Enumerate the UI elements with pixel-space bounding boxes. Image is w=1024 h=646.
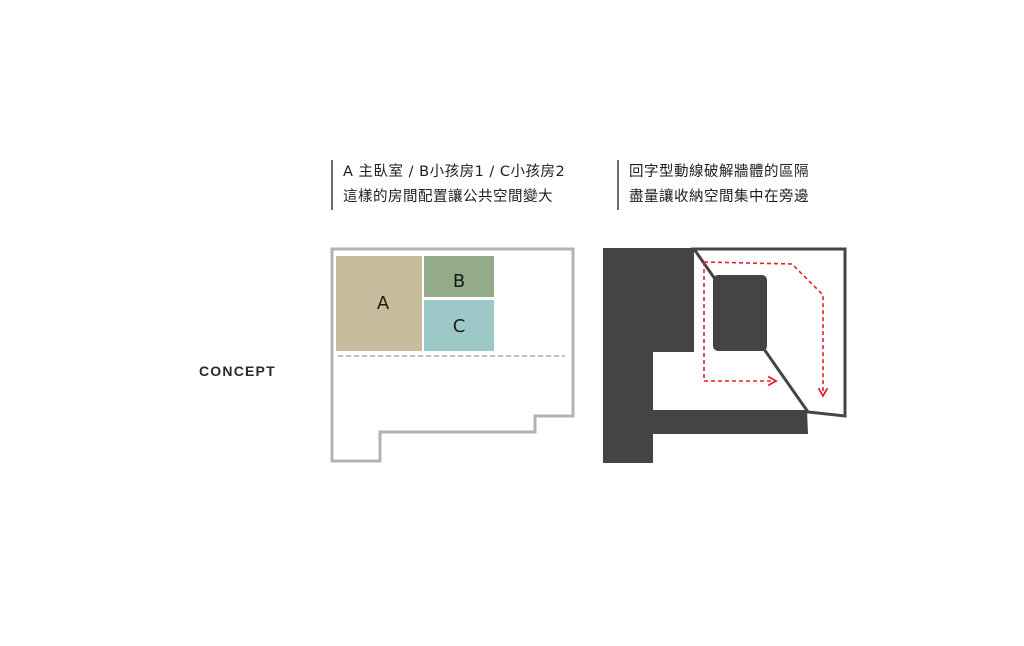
- room-c-block: [424, 300, 494, 351]
- room-a-label: A: [377, 293, 390, 314]
- room-b-label: B: [453, 271, 465, 292]
- concept-label: CONCEPT: [199, 363, 276, 379]
- caption-right: 回字型動線破解牆體的區隔 盡量讓收納空間集中在旁邊: [617, 160, 809, 210]
- caption-right-line2: 盡量讓收納空間集中在旁邊: [629, 189, 809, 205]
- room-layout-plan: A B C: [330, 247, 575, 463]
- central-storage-block: [713, 275, 767, 351]
- circulation-path-outer: [703, 261, 829, 398]
- circulation-plan: [603, 247, 847, 463]
- circulation-path-inner: [703, 262, 778, 387]
- caption-left: A 主臥室 / B小孩房1 / C小孩房2 這樣的房間配置讓公共空間變大: [331, 160, 565, 210]
- floor-plan-outline: [330, 247, 575, 463]
- room-a-block: [336, 256, 422, 351]
- caption-left-line1: A 主臥室 / B小孩房1 / C小孩房2: [343, 164, 566, 180]
- plan-outline: [691, 247, 847, 418]
- room-b-block: [424, 256, 494, 297]
- room-c-label: C: [453, 316, 466, 337]
- caption-left-line2: 這樣的房間配置讓公共空間變大: [343, 189, 553, 205]
- caption-right-line1: 回字型動線破解牆體的區隔: [629, 164, 809, 180]
- wall-mass: [603, 248, 808, 463]
